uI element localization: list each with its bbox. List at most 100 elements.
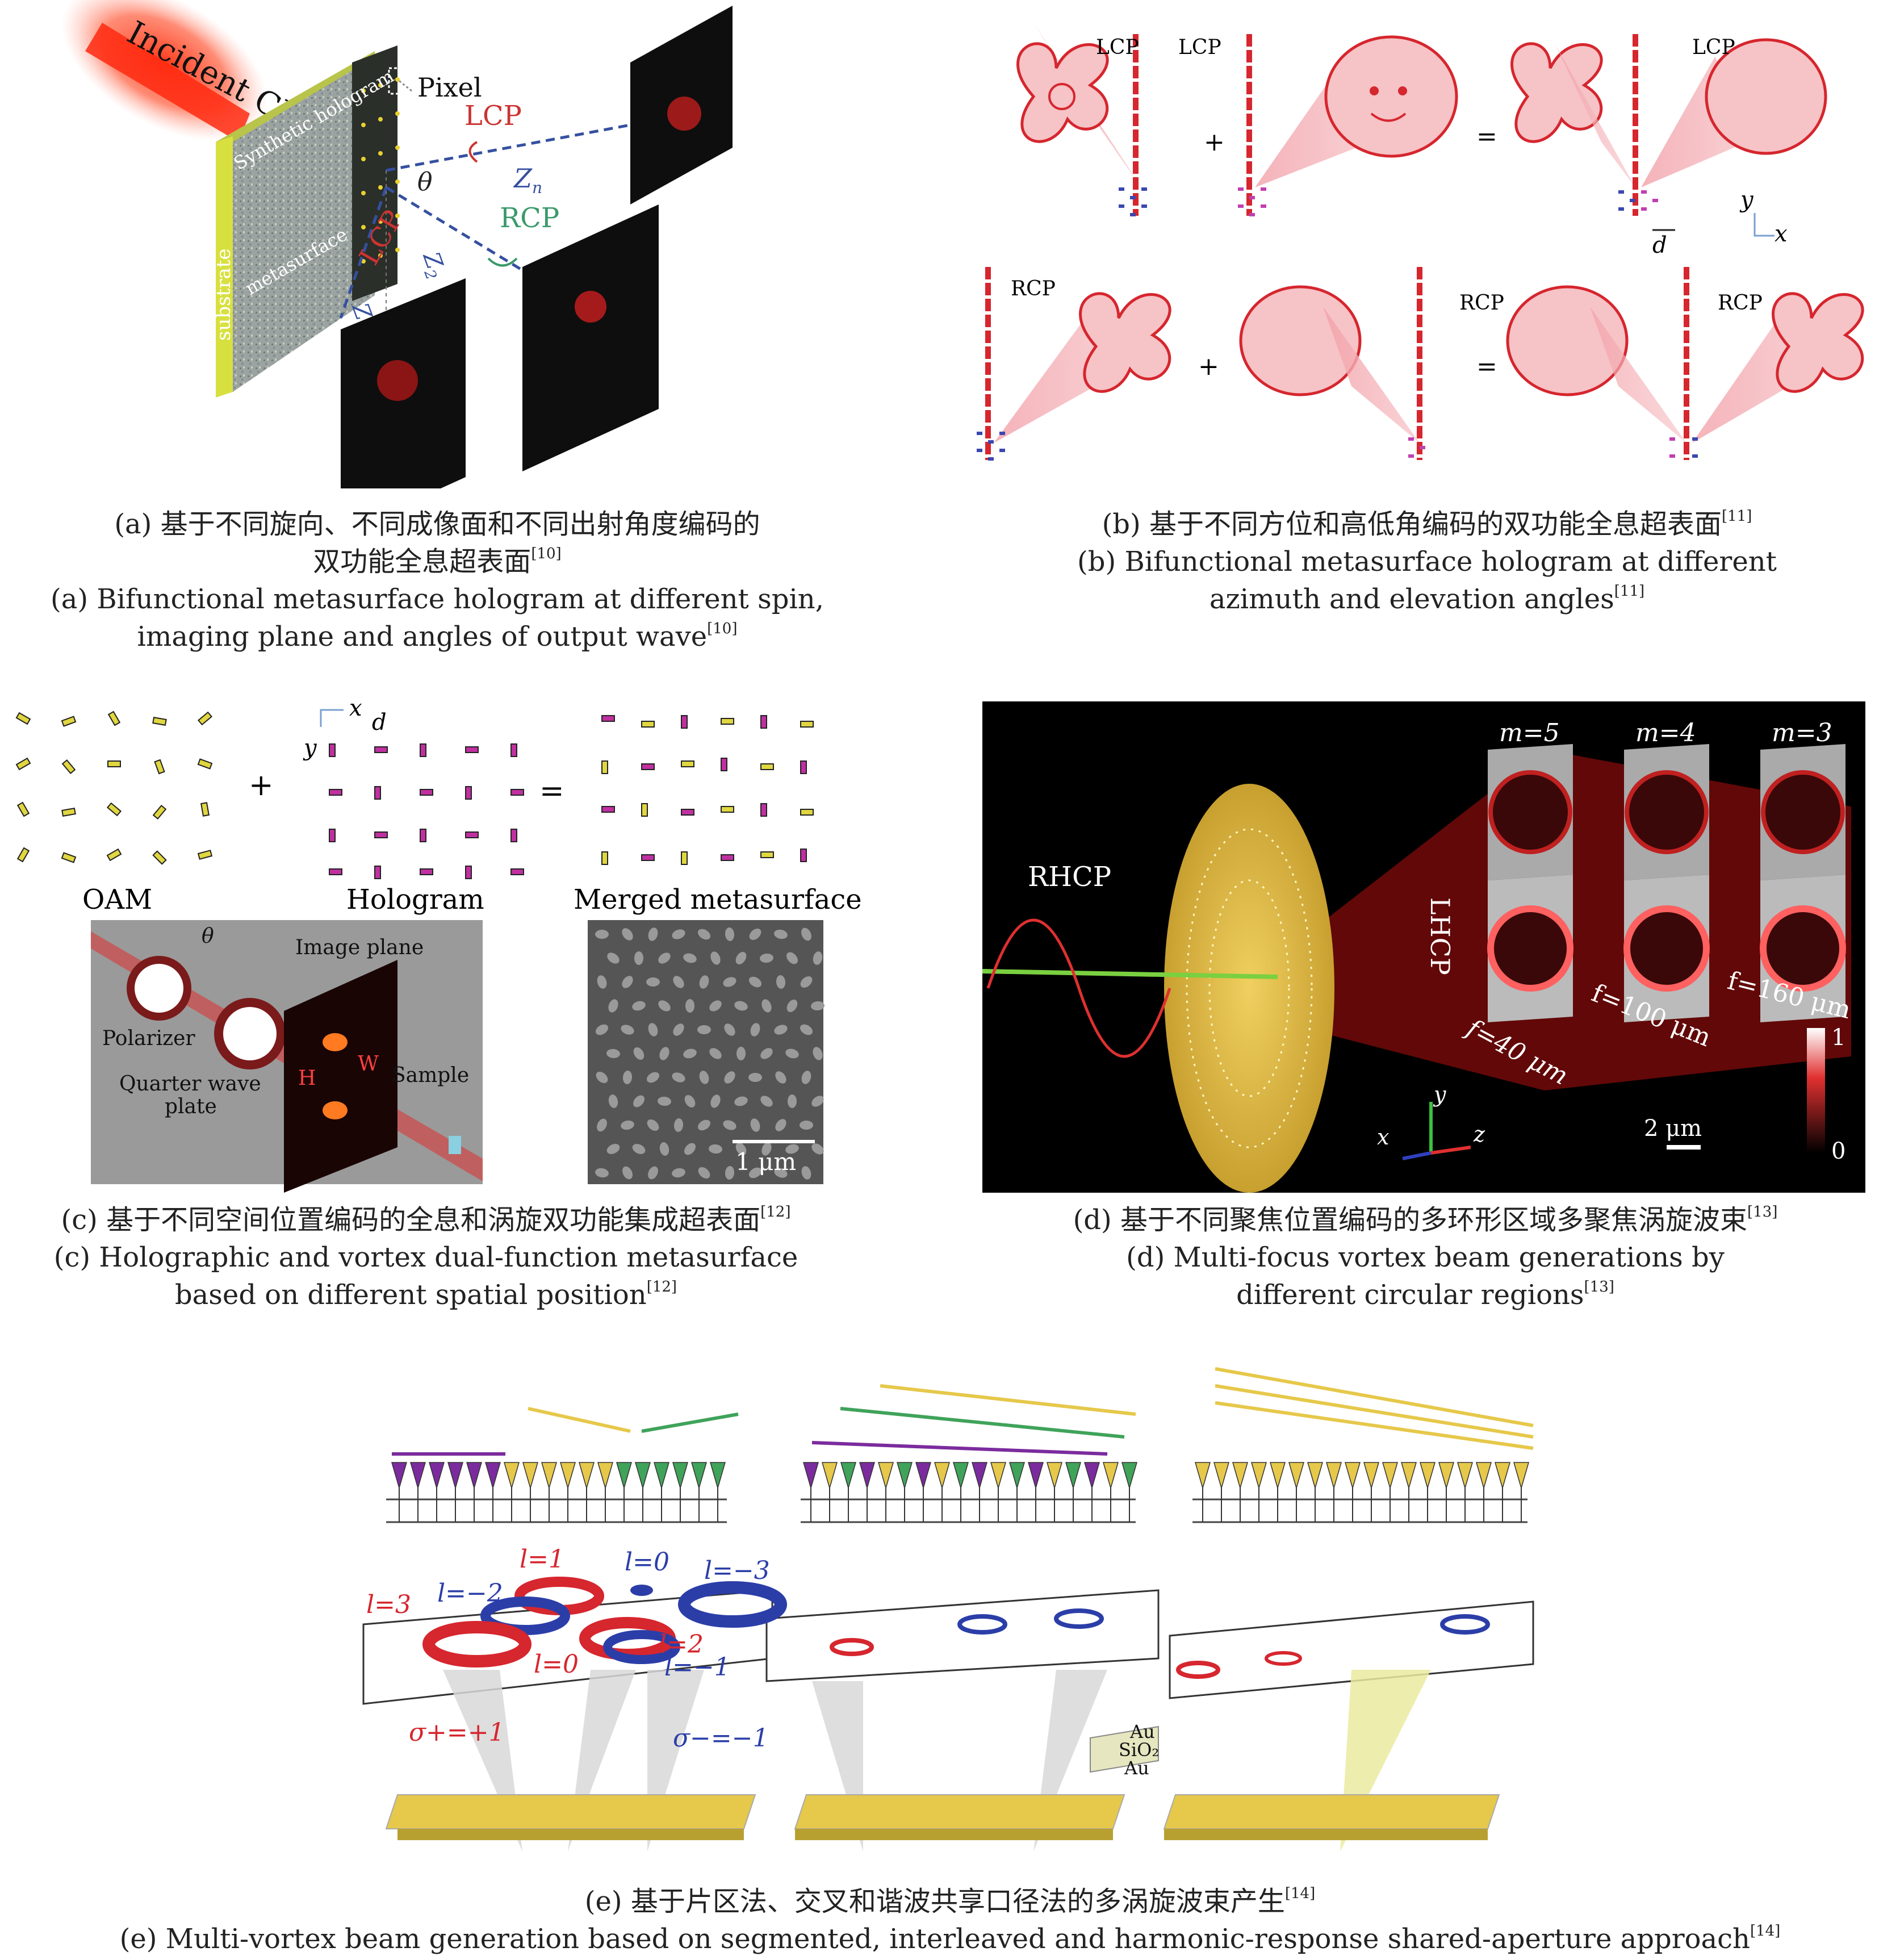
panel-a-figure: Incident CP substrate Synthetic hologram… xyxy=(61,0,733,488)
caption-e-cn: (e) 基于片区法、交叉和谐波共享口径法的多涡旋波束产生[14] xyxy=(584,1885,1316,1917)
sem-nanopillar xyxy=(760,1048,773,1059)
sem-nanopillar xyxy=(760,1096,773,1107)
e-triangle xyxy=(504,1462,520,1490)
e-triangle xyxy=(579,1462,595,1490)
caption-a-cn-2: 双功能全息超表面[10] xyxy=(313,545,562,578)
sem-nanopillar xyxy=(800,976,813,988)
e-triangle xyxy=(1457,1462,1473,1490)
sem-nanopillar xyxy=(813,951,823,965)
b-bee-lcp xyxy=(1238,34,1458,216)
e-triangle xyxy=(840,1462,856,1490)
b-lcp-c: LCP xyxy=(1692,36,1735,59)
caption-a-cn-1: (a) 基于不同旋向、不同成像面和不同出射角度编码的 xyxy=(114,508,760,540)
sem-nanopillar xyxy=(595,1024,609,1035)
sem-nanopillar xyxy=(811,1001,825,1011)
sem-nanopillar xyxy=(699,1071,709,1084)
pixel-label: Pixel xyxy=(417,72,482,103)
e-triangle xyxy=(1047,1462,1062,1490)
sem-nanopillar xyxy=(632,1144,646,1154)
sem-nanopillar xyxy=(788,1094,797,1108)
sem-nanopillar xyxy=(761,1142,772,1156)
c-merged-array xyxy=(601,715,814,865)
e-triangle xyxy=(1363,1462,1379,1490)
e-triangle xyxy=(1438,1462,1454,1490)
e-sio2: SiO₂ xyxy=(1119,1739,1159,1761)
e-triangle xyxy=(878,1462,894,1490)
e-triangle xyxy=(1326,1462,1342,1490)
sem-nanopillar xyxy=(621,1025,634,1035)
sem-nanopillar xyxy=(685,999,694,1013)
d-m4: m=4 xyxy=(1635,718,1696,747)
theta-label: θ xyxy=(417,168,433,197)
sem-nanopillar xyxy=(633,1047,645,1060)
panel-c: + x y d = OAM Hologram Merged metasurfac… xyxy=(0,693,886,1352)
e-triangle xyxy=(1401,1462,1417,1490)
d-axis-x: x xyxy=(1377,1125,1389,1150)
sem-nanopillar xyxy=(697,929,711,940)
sem-nanopillar xyxy=(775,1071,786,1084)
sem-nanopillar xyxy=(786,952,798,964)
sem-nanopillar xyxy=(724,1023,735,1036)
sem-nanopillar xyxy=(659,1142,669,1156)
d-metalens xyxy=(1164,784,1334,1193)
sem-nanopillar xyxy=(622,1166,633,1180)
c-plus: + xyxy=(249,768,274,803)
sem-nanopillar xyxy=(658,1000,671,1012)
b-rcp-a: RCP xyxy=(1011,277,1056,300)
sem-nanopillar xyxy=(725,1166,735,1180)
e-triangle xyxy=(1121,1462,1137,1490)
e-substrate-1 xyxy=(385,1794,756,1829)
b-axis-x: x xyxy=(1775,221,1788,247)
e-triangle xyxy=(972,1462,987,1490)
ray-zn xyxy=(386,123,631,172)
sem-nanopillar xyxy=(622,1071,633,1084)
sem-nanopillar xyxy=(606,1048,620,1059)
lcp1-label: LCP xyxy=(464,100,522,132)
e-triangle xyxy=(710,1462,726,1490)
e-au-top: Au xyxy=(1129,1721,1155,1742)
sem-nanopillar xyxy=(760,953,773,963)
e-topbars-interleaved xyxy=(801,1384,1136,1523)
d-m5: m=5 xyxy=(1499,718,1560,747)
e-substrate-2 xyxy=(794,1794,1125,1829)
c-sem-pattern xyxy=(595,927,825,1180)
c-qwp-label-1: Quarter wave xyxy=(119,1072,261,1096)
e-l-0b: l=0 xyxy=(534,1650,579,1679)
caption-a: (a) 基于不同旋向、不同成像面和不同出射角度编码的 双功能全息超表面[10] … xyxy=(0,505,874,655)
e-triangle xyxy=(654,1462,669,1490)
e-triangle xyxy=(1195,1462,1211,1490)
sem-nanopillar xyxy=(761,999,772,1013)
sem-nanopillar xyxy=(735,1142,747,1156)
sem-nanopillar xyxy=(748,1167,762,1178)
hologram-noise xyxy=(233,57,375,392)
sem-nanopillar xyxy=(659,1047,669,1060)
panel-d: m=5 m=4 m=3 RHCP LHCP f=40 μm f=100 μm f… xyxy=(977,693,1900,1352)
sem-nanopillar xyxy=(673,1023,684,1036)
e-triangle xyxy=(1495,1462,1510,1490)
sem-nanopillar xyxy=(646,977,660,987)
e-triangle xyxy=(822,1462,838,1490)
sem-nanopillar xyxy=(774,1025,788,1035)
d-incident-arrow xyxy=(982,969,1278,979)
c-sample xyxy=(449,1136,461,1154)
c-letter-h: H xyxy=(298,1067,316,1090)
e-triangle xyxy=(859,1462,875,1490)
b-flower-lcp xyxy=(988,23,1147,216)
sem-nanopillar xyxy=(774,1168,788,1178)
e-triangles xyxy=(391,1462,1529,1522)
d-vortex-panels xyxy=(1487,744,1846,1022)
substrate-label: substrate xyxy=(212,248,235,341)
sem-nanopillar xyxy=(723,977,736,987)
e-triangle xyxy=(691,1462,707,1490)
caption-b-cn: (b) 基于不同方位和高低角编码的双功能全息超表面[11] xyxy=(1102,508,1752,540)
sem-nanopillar xyxy=(699,975,709,989)
caption-b: (b) 基于不同方位和高低角编码的双功能全息超表面[11] (b) Bifunc… xyxy=(954,505,1900,618)
incident-beam-core xyxy=(85,23,250,142)
sem-nanopillar xyxy=(725,927,735,941)
zn-label: Zn xyxy=(513,163,542,197)
sem-nanopillar xyxy=(800,1121,813,1130)
e-triangle xyxy=(1251,1462,1267,1490)
d-axis-y: y xyxy=(1433,1082,1446,1107)
sem-nanopillar xyxy=(608,1094,618,1108)
e-triangle xyxy=(485,1462,501,1490)
